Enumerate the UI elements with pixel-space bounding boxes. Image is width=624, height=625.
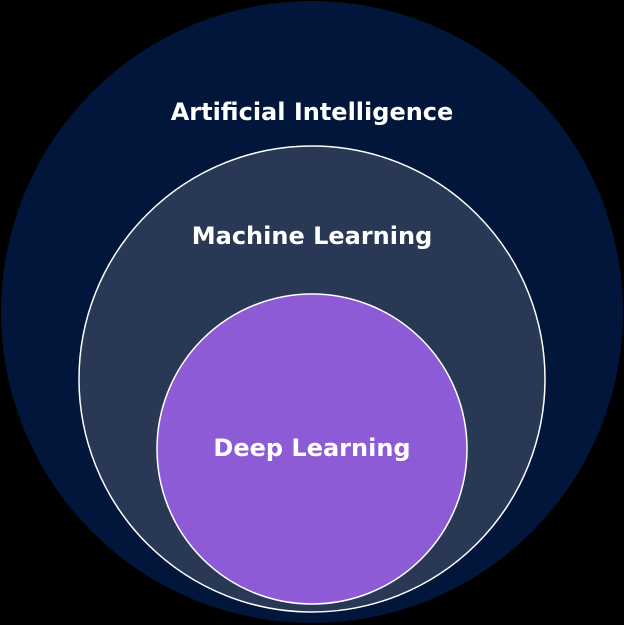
ai-label: Artificial Intelligence <box>171 98 454 126</box>
dl-label: Deep Learning <box>213 434 410 462</box>
dl-circle <box>156 293 468 605</box>
ml-label: Machine Learning <box>192 222 433 250</box>
